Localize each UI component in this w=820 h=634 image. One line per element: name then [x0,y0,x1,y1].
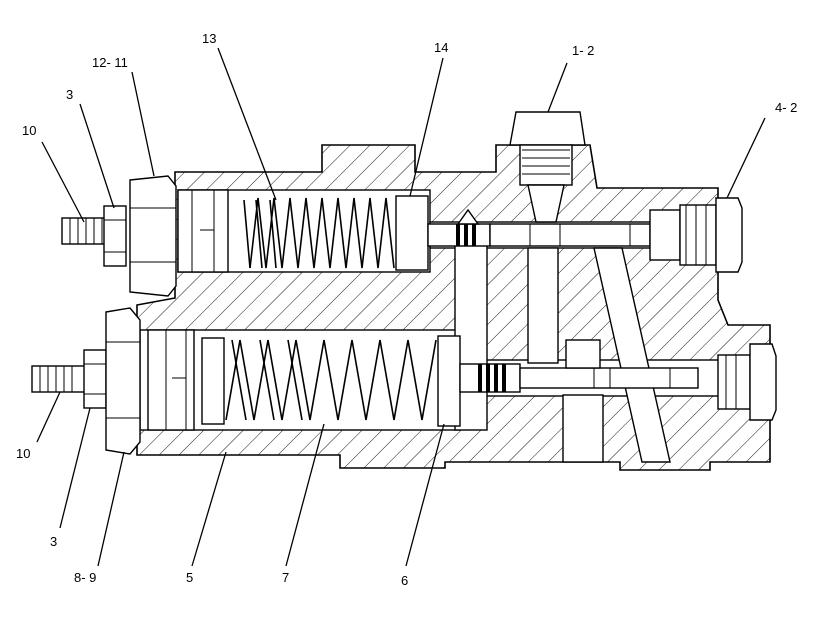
upper-adjusting-screw [61,217,111,245]
callout-12-11: 12- 11 [92,55,128,70]
upper-piston [395,195,491,271]
upper-cap-nut [129,175,177,297]
right-upper-plug [649,197,743,273]
callout-5: 5 [186,570,193,585]
callout-3-top: 3 [66,87,73,102]
top-port-plug [509,111,586,223]
upper-spring-seat [177,189,229,273]
callout-1-2: 1- 2 [572,43,594,58]
lower-spring-seat [147,329,225,431]
lower-adjusting-screw [31,365,87,393]
upper-cross-spool [489,223,651,247]
vertical-passage [454,229,559,431]
callout-7: 7 [282,570,289,585]
callout-labels: 13 14 1- 2 12- 11 3 10 4- 2 10 3 8- 9 5 … [16,31,797,588]
upper-spring [243,197,395,269]
upper-lock-nut [103,205,127,267]
callout-14: 14 [434,40,448,55]
right-lower-plug [717,343,777,421]
callout-10-bottom: 10 [16,446,30,461]
callout-10-top: 10 [22,123,36,138]
callout-13: 13 [202,31,216,46]
lower-right-cavity [562,394,604,463]
callout-4-2: 4- 2 [775,100,797,115]
lower-spool [519,339,699,389]
lower-cap-nut [105,307,141,455]
inclined-passage [593,247,671,463]
callout-6: 6 [401,573,408,588]
lower-lock-nut [83,349,107,409]
lower-spring [225,339,437,421]
leader-lines [36,47,766,567]
callout-3-bottom: 3 [50,534,57,549]
callout-8-9: 8- 9 [74,570,96,585]
